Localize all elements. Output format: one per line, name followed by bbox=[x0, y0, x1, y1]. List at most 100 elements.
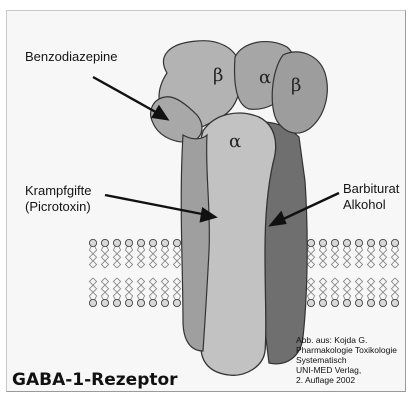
lipid-tail bbox=[89, 247, 93, 269]
lipid-head bbox=[161, 299, 168, 306]
lipid-tail bbox=[335, 247, 339, 269]
lipid-tail bbox=[379, 247, 383, 269]
label-barbiturat: Barbiturat bbox=[343, 181, 399, 197]
lipid-tail bbox=[93, 278, 97, 300]
lipid-head bbox=[391, 239, 398, 246]
lipid-tail bbox=[117, 247, 121, 269]
lipid-tail bbox=[177, 247, 181, 269]
lipid-tail bbox=[355, 247, 359, 269]
label-alpha-front: α bbox=[229, 131, 241, 152]
lipid-tail bbox=[89, 278, 93, 300]
lipid-tail bbox=[391, 278, 395, 300]
lipid-tail bbox=[371, 247, 375, 269]
alpha-front-subunit bbox=[199, 113, 275, 375]
lipid-tail bbox=[165, 247, 169, 269]
lipid-tail bbox=[149, 278, 153, 300]
membrane-lipids-left bbox=[89, 239, 180, 306]
lipid-tail bbox=[359, 247, 363, 269]
arrow-benzodiazepine bbox=[93, 77, 161, 115]
lipid-tail bbox=[117, 278, 121, 300]
figure-credit: Abb. aus: Kojda G. Pharmakologie Toxikol… bbox=[296, 335, 397, 385]
lipid-head bbox=[367, 239, 374, 246]
label-benzodiazepine: Benzodiazepine bbox=[25, 49, 118, 65]
lipid-tail bbox=[319, 278, 323, 300]
membrane-lipids-right bbox=[295, 239, 398, 306]
lipid-tail bbox=[129, 247, 133, 269]
lipid-tail bbox=[149, 247, 153, 269]
lipid-tail bbox=[113, 247, 117, 269]
lipid-head bbox=[307, 239, 314, 246]
lipid-head bbox=[149, 239, 156, 246]
lipid-head bbox=[355, 299, 362, 306]
lipid-tail bbox=[311, 278, 315, 300]
lipid-head bbox=[113, 299, 120, 306]
lipid-head bbox=[379, 239, 386, 246]
lipid-tail bbox=[165, 278, 169, 300]
credit-line: 2. Auflage 2002 bbox=[296, 375, 397, 385]
lipid-head bbox=[379, 299, 386, 306]
lipid-tail bbox=[161, 247, 165, 269]
lipid-head bbox=[101, 239, 108, 246]
lipid-tail bbox=[141, 278, 145, 300]
lipid-tail bbox=[173, 278, 177, 300]
lipid-tail bbox=[307, 247, 311, 269]
lipid-tail bbox=[161, 278, 165, 300]
lipid-tail bbox=[395, 278, 399, 300]
lipid-head bbox=[101, 299, 108, 306]
lipid-tail bbox=[383, 247, 387, 269]
lipid-tail bbox=[141, 247, 145, 269]
lipid-tail bbox=[173, 247, 177, 269]
label-beta-right: β bbox=[291, 75, 301, 96]
lipid-tail bbox=[367, 247, 371, 269]
lipid-tail bbox=[137, 247, 141, 269]
credit-line: Pharmakologie Toxikologie bbox=[296, 345, 397, 355]
lipid-head bbox=[331, 299, 338, 306]
lipid-head bbox=[367, 299, 374, 306]
lipid-tail bbox=[129, 278, 133, 300]
lipid-tail bbox=[383, 278, 387, 300]
credit-line: Abb. aus: Kojda G. bbox=[296, 335, 397, 345]
lipid-head bbox=[173, 299, 180, 306]
lipid-tail bbox=[343, 278, 347, 300]
lipid-tail bbox=[323, 278, 327, 300]
credit-line: Systematisch bbox=[296, 355, 397, 365]
lipid-head bbox=[161, 239, 168, 246]
lipid-tail bbox=[113, 278, 117, 300]
channel-left-body bbox=[181, 135, 209, 351]
lipid-head bbox=[331, 239, 338, 246]
lipid-tail bbox=[105, 278, 109, 300]
lipid-head bbox=[113, 239, 120, 246]
lipid-tail bbox=[125, 247, 129, 269]
lipid-tail bbox=[347, 278, 351, 300]
lipid-tail bbox=[335, 278, 339, 300]
lipid-tail bbox=[101, 278, 105, 300]
lipid-tail bbox=[331, 247, 335, 269]
lipid-tail bbox=[347, 247, 351, 269]
lipid-head bbox=[125, 239, 132, 246]
label-alpha-top: α bbox=[259, 67, 271, 88]
lipid-tail bbox=[343, 247, 347, 269]
lipid-head bbox=[137, 299, 144, 306]
lipid-tail bbox=[331, 278, 335, 300]
lipid-head bbox=[319, 299, 326, 306]
lipid-head bbox=[173, 239, 180, 246]
label-picrotoxin: (Picrotoxin) bbox=[25, 199, 91, 215]
lipid-head bbox=[307, 299, 314, 306]
lipid-head bbox=[319, 239, 326, 246]
lipid-tail bbox=[311, 247, 315, 269]
lipid-head bbox=[391, 299, 398, 306]
lipid-tail bbox=[177, 278, 181, 300]
lipid-tail bbox=[371, 278, 375, 300]
label-beta-left: β bbox=[213, 65, 223, 86]
label-krampfgifte: Krampfgifte bbox=[25, 183, 91, 199]
lipid-tail bbox=[153, 247, 157, 269]
lipid-tail bbox=[391, 247, 395, 269]
figure-title: GABA-1-Rezeptor bbox=[12, 370, 178, 390]
lipid-tail bbox=[307, 278, 311, 300]
lipid-head bbox=[89, 299, 96, 306]
lipid-head bbox=[149, 299, 156, 306]
lipid-head bbox=[137, 239, 144, 246]
lipid-tail bbox=[323, 247, 327, 269]
credit-line: UNI-MED Verlag, bbox=[296, 365, 397, 375]
